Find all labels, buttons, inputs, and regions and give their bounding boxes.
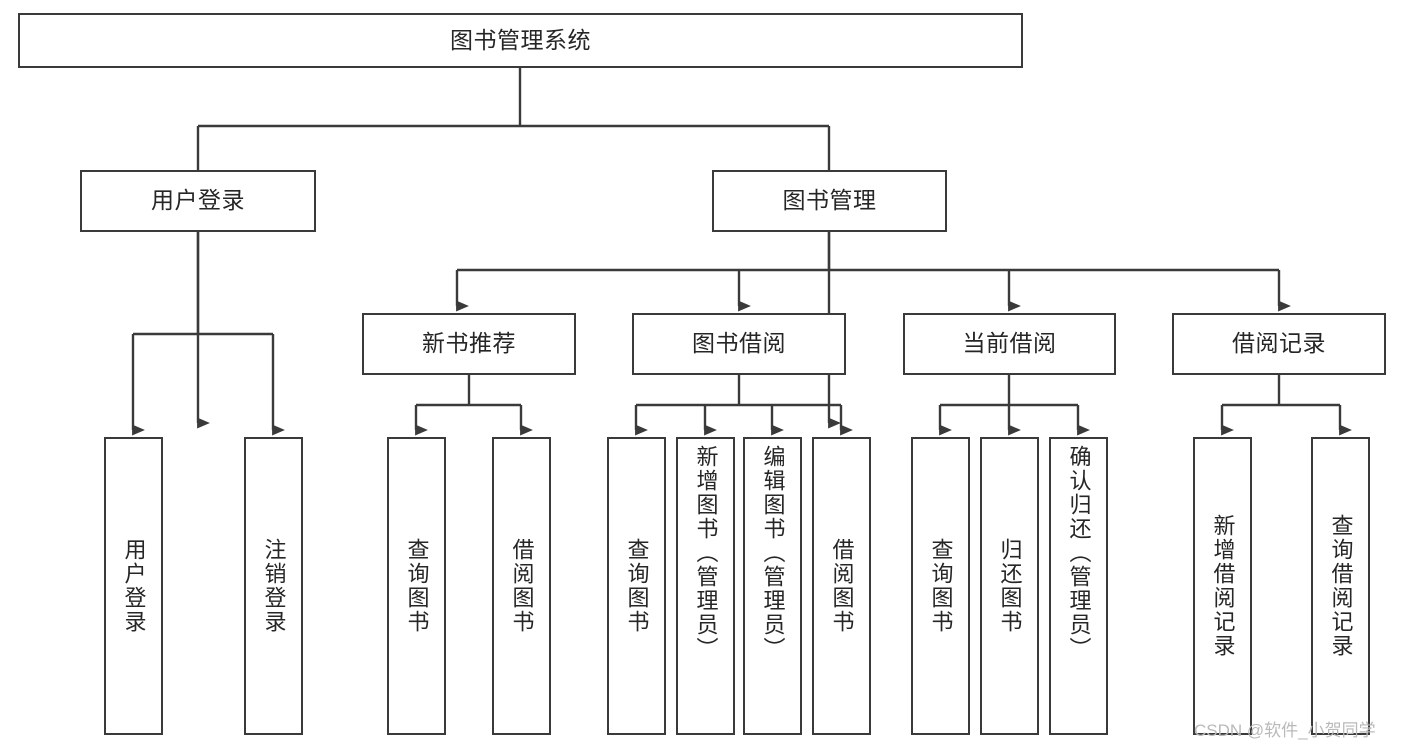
- node-leaf-query-book-current[interactable]: 查询图书: [911, 437, 970, 735]
- connector-bookborrow-to-leaves: [634, 375, 853, 436]
- node-label: 查询借阅记录: [1328, 514, 1354, 658]
- node-leaf-query-book-recommend[interactable]: 查询图书: [387, 437, 446, 735]
- node-label: 新增借阅记录: [1210, 514, 1236, 658]
- node-book-management[interactable]: 图书管理: [712, 170, 947, 232]
- node-label: 注销登录: [261, 538, 287, 634]
- node-leaf-confirm-return[interactable]: 确认归还（管理员）: [1049, 437, 1108, 735]
- node-leaf-query-book-borrow[interactable]: 查询图书: [607, 437, 666, 735]
- node-borrow-record[interactable]: 借阅记录: [1172, 313, 1386, 375]
- node-label: 用户登录: [151, 187, 245, 214]
- node-label: 编辑图书（管理员）: [760, 445, 786, 661]
- node-leaf-add-book[interactable]: 新增图书（管理员）: [676, 437, 735, 735]
- connector-userlogin-to-leaves: [131, 232, 285, 436]
- node-label: 查询图书: [928, 538, 954, 634]
- node-label: 新书推荐: [422, 330, 516, 357]
- node-user-login[interactable]: 用户登录: [80, 170, 316, 232]
- node-label: 用户登录: [121, 538, 147, 634]
- node-label: 图书管理系统: [450, 26, 591, 53]
- node-label: 查询图书: [404, 538, 430, 634]
- node-leaf-edit-book[interactable]: 编辑图书（管理员）: [743, 437, 802, 735]
- node-leaf-query-borrow-record[interactable]: 查询借阅记录: [1311, 437, 1370, 735]
- node-book-borrow[interactable]: 图书借阅: [632, 313, 846, 375]
- node-label: 确认归还（管理员）: [1066, 445, 1092, 661]
- node-label: 借阅记录: [1232, 330, 1326, 357]
- connector-newbook-to-leaves: [414, 375, 533, 436]
- node-leaf-borrow-book-borrow[interactable]: 借阅图书: [812, 437, 871, 735]
- node-label: 归还图书: [997, 538, 1023, 634]
- node-label: 借阅图书: [509, 538, 535, 634]
- connector-currentborrow-to-leaves: [938, 375, 1090, 436]
- node-leaf-borrow-book-recommend[interactable]: 借阅图书: [492, 437, 551, 735]
- node-new-book-recommend[interactable]: 新书推荐: [362, 313, 576, 375]
- node-leaf-return-book[interactable]: 归还图书: [980, 437, 1039, 735]
- node-label: 查询图书: [624, 538, 650, 634]
- connector-bookmgmt-to-level3: [455, 232, 1291, 312]
- node-current-borrow[interactable]: 当前借阅: [903, 313, 1116, 375]
- node-label: 当前借阅: [962, 330, 1057, 357]
- node-leaf-logout-login[interactable]: 注销登录: [244, 437, 303, 735]
- connector-borrowrecord-to-leaves: [1220, 375, 1352, 436]
- node-label: 图书管理: [782, 187, 877, 214]
- csdn-watermark: CSDN @软件_小贺同学: [1194, 721, 1376, 740]
- node-leaf-add-borrow-record[interactable]: 新增借阅记录: [1193, 437, 1252, 735]
- node-label: 新增图书（管理员）: [693, 445, 719, 661]
- node-leaf-user-login[interactable]: 用户登录: [104, 437, 163, 735]
- node-label: 图书借阅: [692, 330, 786, 357]
- node-label: 借阅图书: [829, 538, 855, 634]
- node-root-book-management-system[interactable]: 图书管理系统: [18, 13, 1023, 68]
